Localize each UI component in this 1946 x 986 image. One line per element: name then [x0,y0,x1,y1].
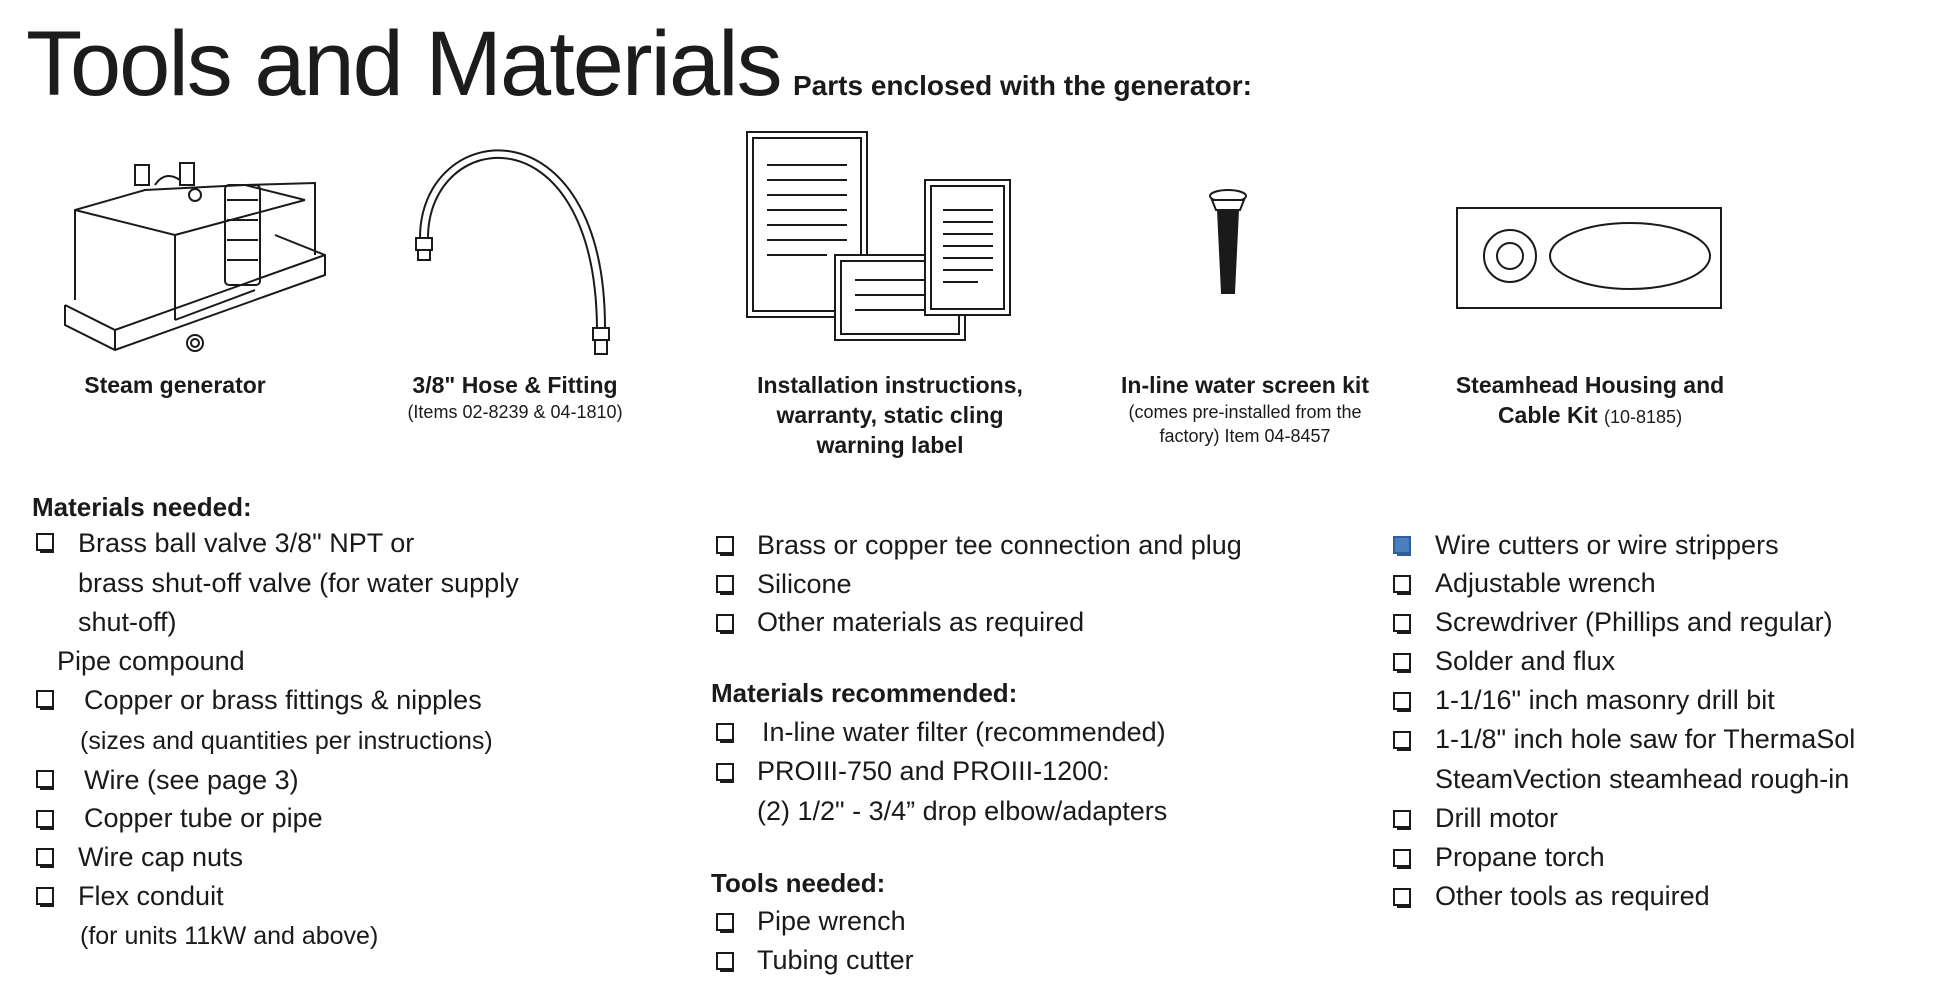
checkbox[interactable] [36,770,54,790]
checkbox[interactable] [36,810,54,830]
list-item: Brass ball valve 3/8" NPT or [78,528,415,558]
tools-needed-heading: Tools needed: [711,868,886,898]
materials-recommended-heading: Materials recommended: [711,678,1018,708]
list-item: Adjustable wrench [1435,568,1656,598]
list-item: (2) 1/2" - 3/4” drop elbow/adapters [757,796,1168,826]
checkbox[interactable] [716,952,734,972]
hose-icon [415,149,610,355]
part-caption-water-screen: In-line water screen kit (comes pre-inst… [1121,372,1369,446]
checkbox[interactable] [716,913,734,933]
checkbox[interactable] [36,690,54,710]
checkbox-highlighted[interactable] [1393,536,1411,556]
list-item: In-line water filter (recommended) [762,717,1166,747]
checkbox[interactable] [1393,888,1411,908]
list-item: (for units 11kW and above) [80,922,379,950]
checkbox[interactable] [36,533,54,553]
checkbox[interactable] [716,763,734,783]
part-caption-hose: 3/8" Hose & Fitting (Items 02-8239 & 04-… [407,372,623,422]
checkbox[interactable] [1393,849,1411,869]
list-item: Pipe wrench [757,906,906,936]
list-item: Copper tube or pipe [84,803,323,833]
checkbox[interactable] [1393,810,1411,830]
checkbox[interactable] [716,723,734,743]
list-item: 1-1/16" inch masonry drill bit [1435,685,1775,715]
list-item: Flex conduit [78,881,224,911]
part-caption-steam-generator: Steam generator [84,372,266,398]
list-item: Tubing cutter [757,945,914,975]
checkbox[interactable] [716,536,734,556]
list-item: Copper or brass fittings & nipples [84,685,482,715]
parts-heading: Parts enclosed with the generator: [793,70,1252,101]
list-item: Wire cap nuts [78,842,244,872]
documents-icon [746,131,1011,341]
list-item: Wire (see page 3) [84,765,299,795]
steam-generator-icon [64,162,326,352]
checkbox[interactable] [1393,731,1411,751]
list-item: Solder and flux [1435,646,1616,676]
checkbox[interactable] [1393,614,1411,634]
list-item: Drill motor [1435,803,1559,833]
list-item: PROIII-750 and PROIII-1200: [757,756,1110,786]
checkbox[interactable] [716,575,734,595]
page-title: Tools and Materials [26,13,783,115]
checkbox[interactable] [36,887,54,907]
list-item: Wire cutters or wire strippers [1435,530,1779,560]
checkbox[interactable] [1393,692,1411,712]
water-screen-icon [1209,189,1247,294]
list-item: Other tools as required [1435,881,1710,911]
list-item: 1-1/8" inch hole saw for ThermaSol [1435,724,1856,754]
list-item: (sizes and quantities per instructions) [80,727,493,755]
list-item: SteamVection steamhead rough-in [1435,764,1850,794]
steamhead-housing-icon [1456,207,1722,309]
checkbox[interactable] [1393,575,1411,595]
materials-needed-heading: Materials needed: [32,492,252,522]
list-item: shut-off) [78,607,177,637]
checkbox[interactable] [1393,653,1411,673]
part-caption-steamhead: Steamhead Housing and Cable Kit (10-8185… [1455,372,1725,428]
list-item: Other materials as required [757,607,1085,637]
list-item: Screwdriver (Phillips and regular) [1435,607,1833,637]
list-item: Pipe compound [57,646,245,676]
checkbox[interactable] [36,848,54,868]
list-item: Propane torch [1435,842,1605,872]
list-item: Silicone [757,569,852,599]
checkbox[interactable] [716,614,734,634]
list-item: brass shut-off valve (for water supply [78,568,519,598]
list-item: Brass or copper tee connection and plug [757,530,1242,560]
part-caption-documents: Installation instructions, warranty, sta… [757,372,1023,458]
